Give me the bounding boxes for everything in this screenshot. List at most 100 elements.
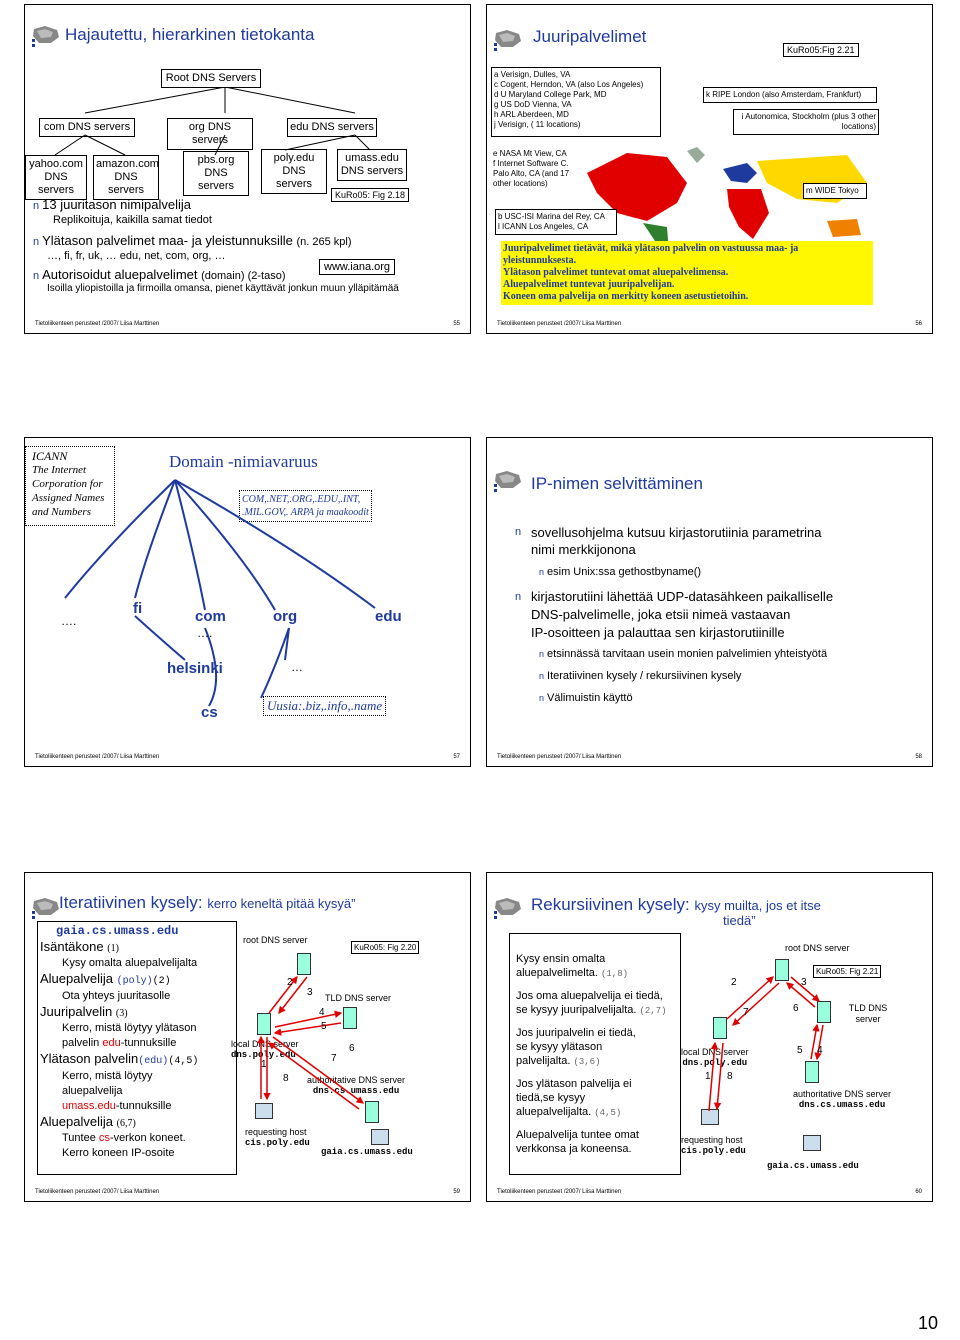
slide-60: Rekursiivinen kysely: kysy muilta, jos e… <box>486 872 933 1202</box>
auth-server-icon <box>805 1061 819 1083</box>
figure-ref: KuRo05: Fig 2.21 <box>813 965 882 978</box>
figure-ref: KuRo05: Fig 2.20 <box>351 941 420 954</box>
root-explanation-box: Juuripalvelimet tietävät, mikä ylätason … <box>501 241 873 305</box>
bullet-text: 13 juuritason nimipalvelija <box>42 197 191 212</box>
slide-title: Hajautettu, hierarkinen tietokanta <box>65 25 315 44</box>
slide-59: Iteratiivinen kysely: kerro keneltä pitä… <box>24 872 471 1202</box>
root-dns-box: Root DNS Servers <box>161 69 261 88</box>
page-number: 10 <box>917 1313 938 1333</box>
footer: Tietoliikenteen perusteet /2007/ Liisa M… <box>497 321 622 327</box>
gaia-host-icon <box>803 1135 821 1151</box>
iana-link[interactable]: www.iana.org <box>319 259 396 275</box>
slide-title: Rekursiivinen kysely: kysy muilta, jos e… <box>531 895 821 914</box>
step-label: 1 <box>261 1059 267 1070</box>
slide-title-cont: tiedä” <box>723 913 756 928</box>
footer: Tietoliikenteen perusteet /2007/ Liisa M… <box>35 321 160 327</box>
requesting-host-icon <box>701 1109 719 1125</box>
step-label: 8 <box>727 1071 733 1082</box>
step-label: 2 <box>287 977 293 988</box>
query-arrows <box>708 976 824 1112</box>
node-org: org <box>273 608 298 625</box>
sub-bullet: …, fi, fr, uk, … edu, net, com, org, … <box>47 250 226 262</box>
slide-56: Juuripalvelimet KuRo05:Fig 2.21 a Verisi… <box>486 4 933 334</box>
step-label: 5 <box>797 1045 803 1056</box>
auth-server-icon <box>365 1101 379 1123</box>
tld-note: COM,.NET,.ORG,.EDU,.INT,.MIL.GOV,. ARPA … <box>239 490 372 522</box>
step-label: 3 <box>307 987 313 998</box>
bullet-app: n sovellusohjelma kutsuu kirjastorutiini… <box>515 525 822 557</box>
slide-title: Iteratiivinen kysely: kerro keneltä pitä… <box>59 893 356 912</box>
com-dns-box: com DNS servers <box>39 118 135 137</box>
tree-dots: … <box>291 660 303 674</box>
slide-58: IP-nimen selvittäminen n sovellusohjelma… <box>486 437 933 767</box>
step-label: 4 <box>319 1007 325 1018</box>
step-label: 7 <box>331 1053 337 1064</box>
root-server-icon <box>775 959 789 981</box>
tld-label: TLD DNS server <box>848 1003 888 1024</box>
step-label: 5 <box>321 1021 327 1032</box>
step-label: 1 <box>705 1071 711 1082</box>
tld-label: TLD DNS server <box>325 993 392 1003</box>
slide-title: IP-nimen selvittäminen <box>531 474 703 493</box>
gaia-label: gaia.cs.umass.edu <box>767 1161 859 1171</box>
footer: Tietoliikenteen perusteet /2007/ Liisa M… <box>497 754 622 760</box>
edu-dns-box: edu DNS servers <box>287 118 377 137</box>
tree-dots: …. <box>61 614 77 628</box>
root-label: root DNS server <box>243 935 308 945</box>
slide-number: 57 <box>453 754 460 760</box>
sub-bullet: Replikoituja, kaikilla samat tiedot <box>53 214 212 226</box>
slide-number: 58 <box>915 754 922 760</box>
slide-title: Juuripalvelimet <box>533 27 647 46</box>
node-cs: cs <box>201 704 218 721</box>
slide-number: 59 <box>453 1189 460 1195</box>
query-arrows <box>257 976 365 1110</box>
figure-ref: KuRo05:Fig 2.21 <box>783 43 859 57</box>
step-label: 4 <box>817 1045 823 1056</box>
node-edu: edu <box>375 608 402 625</box>
local-server-icon <box>713 1017 727 1039</box>
k-root-label: k RIPE London (also Amsterdam, Frankfurt… <box>703 87 877 103</box>
iterative-steps: gaia.cs.umass.edu Isäntäkone (1) Kysy om… <box>37 921 237 1175</box>
step-label: 7 <box>743 1007 749 1018</box>
slide-55: Hajautettu, hierarkinen tietokanta Root … <box>24 4 471 334</box>
node-com: com <box>195 608 226 625</box>
slide-number: 55 <box>453 321 460 327</box>
pbs-dns-box: pbs.org DNS servers <box>183 151 249 196</box>
new-tlds-note: Uusia:.biz,.info,.name <box>263 696 387 716</box>
step-label: 8 <box>283 1073 289 1084</box>
root-label: root DNS server <box>785 943 850 953</box>
footer: Tietoliikenteen perusteet /2007/ Liisa M… <box>35 754 160 760</box>
m-root-label: m WIDE Tokyo <box>803 183 867 199</box>
yahoo-dns-box: yahoo.com DNS servers <box>25 155 87 200</box>
gaia-host-icon <box>371 1129 389 1145</box>
sub-bullet: Isoilla yliopistoilla ja firmoilla omans… <box>47 283 399 294</box>
node-fi: fi <box>133 600 143 617</box>
step-label: 6 <box>349 1043 355 1054</box>
umass-dns-box: umass.edu DNS servers <box>337 149 407 181</box>
step-label: 6 <box>793 1003 799 1014</box>
slide-number: 60 <box>915 1189 922 1195</box>
step-label: 3 <box>801 977 807 988</box>
namespace-tree <box>64 479 376 707</box>
tree-dots: …. <box>197 626 213 640</box>
tld-server-icon <box>343 1007 357 1029</box>
root-server-icon <box>297 953 311 975</box>
tld-server-icon <box>817 1001 831 1023</box>
logo-icon <box>493 468 523 492</box>
node-helsinki: helsinki <box>167 660 223 677</box>
gaia-label: gaia.cs.umass.edu <box>321 1147 413 1157</box>
